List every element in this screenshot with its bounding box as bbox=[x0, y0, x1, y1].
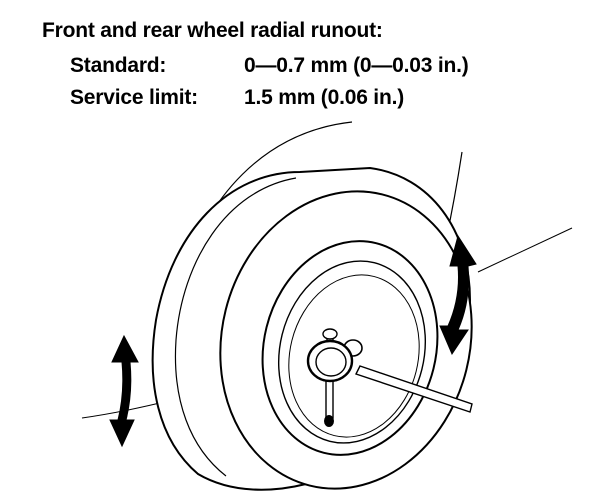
service-limit-value: 1.5 mm (0.06 in.) bbox=[244, 86, 404, 109]
rim-inner bbox=[277, 260, 427, 444]
indicator-stem bbox=[325, 377, 334, 419]
indicator-tip bbox=[324, 415, 334, 427]
indicator-rod bbox=[355, 365, 473, 413]
service-limit-label: Service limit: bbox=[70, 86, 198, 109]
standard-value: 0—0.7 mm (0—0.03 in.) bbox=[244, 54, 469, 77]
up-down-arrow-icon-right bbox=[439, 234, 477, 356]
standard-label: Standard: bbox=[70, 54, 167, 77]
rim-inner-2 bbox=[288, 274, 420, 438]
indicator-top-knob bbox=[322, 328, 338, 340]
wheel-tire-icon bbox=[151, 166, 473, 491]
dial-indicator-icon bbox=[306, 328, 473, 427]
indicator-dial-face bbox=[315, 347, 347, 377]
tire-shoulder bbox=[174, 177, 297, 477]
spec-title: Front and rear wheel radial runout: bbox=[42, 19, 383, 42]
body-line-right bbox=[477, 227, 573, 273]
up-down-arrow-icon-left bbox=[109, 334, 139, 448]
